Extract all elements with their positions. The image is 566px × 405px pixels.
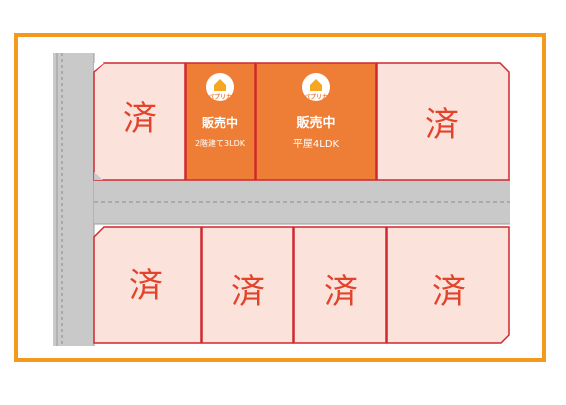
lot-bottom-4[interactable]: 済 — [386, 226, 510, 344]
sold-mark: 済 — [324, 272, 358, 312]
vertical-road — [53, 53, 94, 346]
brand-name: パプリカ — [304, 93, 328, 101]
lot-top-2[interactable]: パプリカ 販売中 2階建て3LDK — [185, 62, 256, 181]
sold-mark: 済 — [231, 272, 265, 312]
lot-bottom-1[interactable]: 済 — [93, 226, 202, 344]
plan-label: 2階建て3LDK — [195, 138, 246, 148]
brand-logo: パプリカ — [302, 73, 330, 101]
sold-mark: 済 — [432, 272, 466, 312]
sold-mark: 済 — [129, 266, 163, 306]
house-icon — [214, 79, 226, 91]
lot-bottom-3[interactable]: 済 — [293, 226, 387, 344]
brand-logo: パプリカ — [206, 73, 234, 101]
lot-bottom-2[interactable]: 済 — [201, 226, 294, 344]
sold-mark: 済 — [123, 99, 157, 139]
plan-label: 平屋4LDK — [293, 138, 340, 150]
status-label: 販売中 — [202, 115, 238, 130]
house-icon — [310, 79, 322, 91]
lot-top-1[interactable]: 済 — [93, 62, 186, 181]
brand-name: パプリカ — [208, 93, 232, 101]
lot-top-3[interactable]: パプリカ 販売中 平屋4LDK — [255, 62, 377, 181]
sold-mark: 済 — [425, 105, 459, 145]
status-label: 販売中 — [296, 115, 335, 131]
lot-top-4[interactable]: 済 — [376, 62, 510, 181]
